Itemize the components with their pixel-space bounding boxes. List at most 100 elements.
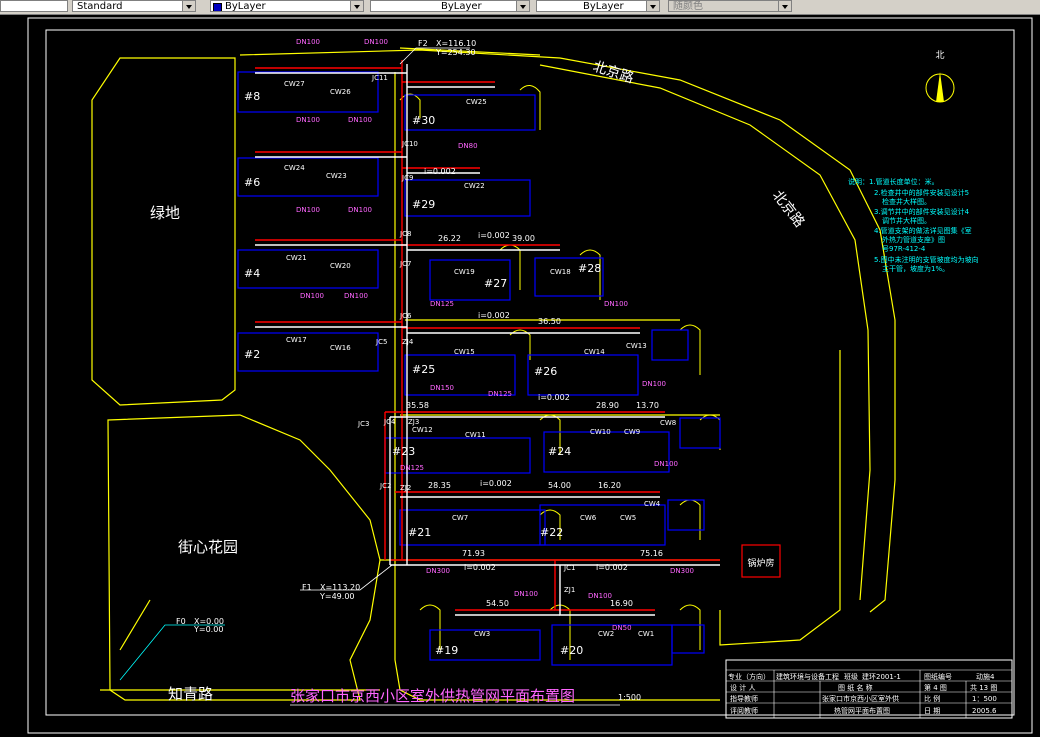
building-number: #25 (412, 363, 435, 376)
slope-label: i=0.002 (596, 563, 628, 572)
building-2 (237, 332, 379, 372)
supply-pipes (255, 60, 720, 611)
chevron-down-icon (646, 1, 659, 11)
building-number: #28 (578, 262, 601, 275)
buildings-layer (237, 71, 721, 666)
junction-label: JC3 (357, 420, 369, 428)
building-28 (534, 257, 604, 297)
linetype-combo[interactable]: ByLayer (370, 0, 530, 12)
slope-label: i=0.002 (478, 231, 510, 240)
building-24 (543, 431, 670, 473)
well-label: CW22 (464, 182, 485, 190)
properties-toolbar: Standard ByLayer ByLayer ByLayer 随颜色 (0, 0, 1040, 15)
well-label: CW5 (620, 514, 636, 522)
pipe-spec: DN100 (296, 116, 320, 124)
dim-13-70: 13.70 (636, 401, 659, 410)
text-style-combo[interactable]: Standard (72, 0, 196, 12)
pipe-spec: DN50 (612, 624, 632, 632)
road-label-north: 北京路 (591, 59, 636, 87)
dim-71-93: 71.93 (462, 549, 485, 558)
building-number: #30 (412, 114, 435, 127)
tb-advisor: 指导教师 (730, 694, 758, 703)
plotstyle-combo[interactable]: 随颜色 (668, 0, 792, 12)
pipe-spec: DN100 (348, 206, 372, 214)
note-line: 3.调节井中的部件安装见设计4 (874, 207, 970, 216)
boiler-room-box (741, 544, 781, 578)
f1-x: X=113.20 (320, 583, 360, 592)
note-line: 4.管道支架的做法详见图集《室 (874, 226, 972, 235)
pipe-spec: DN100 (364, 38, 388, 46)
well-label: CW25 (466, 98, 487, 106)
tb-sheet-total: 共 13 图 (970, 683, 997, 692)
well-label: CW11 (465, 431, 486, 439)
junction-label: JC4 (383, 418, 396, 426)
pipe-spec: DN150 (430, 384, 454, 392)
tb-class-label: 班级 (844, 672, 858, 681)
well-label: CW1 (638, 630, 654, 638)
well-label: CW4 (644, 500, 661, 508)
design-notes: 说明：1.管道长度单位：米。 2.检查井中的部件安装见设计5 检查井大样图。 3… (848, 177, 979, 273)
dim-26-22: 26.22 (438, 234, 461, 243)
cad-drawing-canvas[interactable]: 锅炉房 北京路 北京路 知青路 绿地 街心花园 北 #8 #6 #4 #2 #3… (0, 14, 1040, 737)
chevron-down-icon (516, 1, 529, 11)
garden-label: 街心花园 (178, 538, 238, 556)
tb-scale-label: 比 例 (924, 694, 940, 703)
east-road-boundary-outer (239, 49, 896, 613)
f0-label: F0 (176, 617, 186, 626)
named-views-combo[interactable] (0, 0, 68, 12)
lineweight-combo[interactable]: ByLayer (536, 0, 660, 12)
junction-label: JC5 (375, 338, 387, 346)
tb-scale-value: 1：500 (972, 695, 997, 703)
color-combo[interactable]: ByLayer (210, 0, 364, 12)
building-number: #20 (560, 644, 583, 657)
boiler-room-label: 锅炉房 (747, 557, 774, 569)
well-label: CW26 (330, 88, 351, 96)
tb-name-label: 图 纸 名 称 (838, 683, 873, 692)
drawing-title: 张家口市京西小区室外供热管网平面布置图 (290, 687, 575, 705)
pipe-spec: DN300 (670, 567, 694, 575)
tb-reviewer: 评阅教师 (730, 706, 758, 715)
junction-label: JC9 (401, 174, 413, 182)
dim-54-00: 54.00 (548, 481, 571, 490)
pipe-spec: DN100 (296, 38, 320, 46)
slope-label: i=0.002 (480, 479, 512, 488)
note-line: 外热力管道支座》图 (882, 235, 945, 244)
linetype-value: ByLayer (441, 1, 482, 12)
pipe-spec: DN100 (348, 116, 372, 124)
return-pipes (255, 64, 720, 616)
note-line: 检查井大样图。 (882, 197, 931, 206)
building-29 (404, 179, 531, 217)
north-arrow-label: 北 (935, 50, 944, 61)
tb-dwg-no-label: 图纸编号 (924, 672, 952, 681)
junction-label: JC11 (371, 74, 388, 82)
pipe-spec: DN125 (430, 300, 454, 308)
text-style-value: Standard (77, 1, 123, 12)
building-27 (429, 259, 511, 301)
pipe-spec: DN80 (458, 142, 478, 150)
dim-28-90: 28.90 (596, 401, 619, 410)
building-number: #22 (540, 526, 563, 539)
building-6 (237, 157, 379, 197)
north-road-boundary-inner (399, 47, 541, 56)
tb-designer: 设 计 人 (730, 683, 755, 692)
plotstyle-value: 随颜色 (673, 1, 703, 12)
building-number: #29 (412, 198, 435, 211)
slope-label: i=0.002 (424, 167, 456, 176)
pipe-spec: DN100 (514, 590, 538, 598)
chevron-down-icon (778, 1, 791, 11)
well-label: CW16 (330, 344, 351, 352)
note-line: 说明：1.管道长度单位：米。 (848, 177, 939, 186)
dim-16-20: 16.20 (598, 481, 621, 490)
well-label: CW10 (590, 428, 611, 436)
tb-major-label: 专业（方向） (728, 672, 770, 681)
pipe-spec-labels: DN100 DN100 DN100 DN100 DN100 DN100 DN10… (296, 38, 694, 632)
dim-35-58: 35.58 (406, 401, 429, 410)
tb-sheet-no: 第 4 图 (924, 683, 947, 692)
color-swatch-icon (213, 3, 222, 11)
east-road-boundary-inner (539, 64, 871, 601)
note-line: 5.图中未注明的支管坡度均为坡向 (874, 255, 979, 264)
road-label-south: 知青路 (168, 685, 213, 703)
well-label: CW19 (454, 268, 475, 276)
f0-x: X=0.00 (194, 617, 224, 626)
building-19 (429, 629, 541, 661)
